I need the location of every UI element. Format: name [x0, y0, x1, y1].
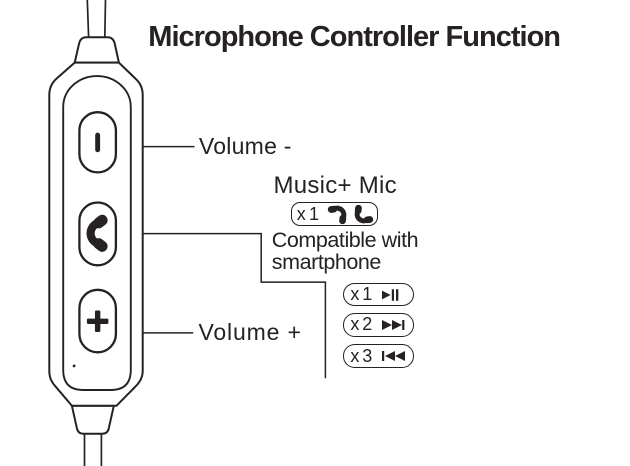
- call-presses-box: x 1: [290, 202, 378, 227]
- call-button: [78, 201, 118, 267]
- bar-icon: [95, 132, 101, 153]
- cable-bottom: [83, 433, 103, 466]
- next-track-icon: [382, 319, 405, 330]
- previous-track-icon: [382, 351, 406, 362]
- press-count-2: x 2: [350, 314, 372, 335]
- press-count-3: x 3: [350, 345, 372, 366]
- play-pause-icon: [382, 288, 399, 301]
- action-box-previous-track: x 3: [343, 344, 415, 368]
- call-press-count: x 1: [296, 203, 319, 224]
- label-compatible-line1: Compatible with: [271, 227, 419, 252]
- mic-hole: [72, 364, 76, 368]
- strain-relief-top: [73, 36, 121, 64]
- label-volume-plus: Volume +: [198, 318, 302, 345]
- action-box-next-track: x 2: [343, 313, 415, 337]
- label-volume-minus: Volume -: [198, 133, 292, 160]
- cable-top: [86, 0, 107, 37]
- strain-relief-bottom: [70, 404, 116, 435]
- action-box-play-pause: x 1: [343, 282, 415, 307]
- label-compatible-line2: smartphone: [271, 250, 382, 275]
- plus-icon: [86, 310, 109, 333]
- page-title: Microphone Controller Function: [148, 21, 561, 54]
- leader-line-call: [118, 232, 327, 379]
- press-count-1: x 1: [350, 283, 372, 304]
- label-music-mic: Music+ Mic: [273, 171, 397, 199]
